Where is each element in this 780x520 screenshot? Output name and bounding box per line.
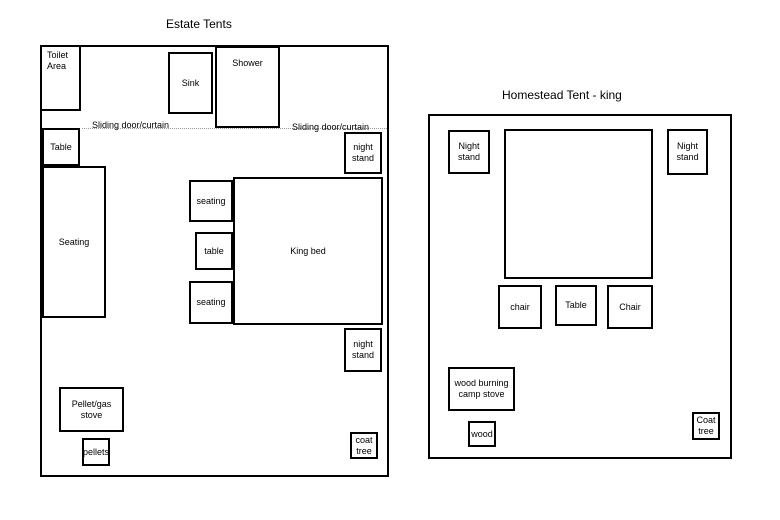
sliding-door-label-right: Sliding door/curtain bbox=[292, 122, 370, 132]
toilet-area: Toilet Area bbox=[40, 45, 81, 111]
seating-lower: seating bbox=[189, 281, 233, 324]
table-middle: table bbox=[195, 232, 233, 270]
homestead-tent-title: Homestead Tent - king bbox=[502, 88, 622, 102]
night-stand-left: Night stand bbox=[448, 130, 490, 174]
estate-tents-title: Estate Tents bbox=[166, 17, 232, 31]
coat-tree-homestead: Coat tree bbox=[692, 412, 720, 440]
table-homestead: Table bbox=[555, 285, 597, 326]
coat-tree-estate: coat tree bbox=[350, 432, 378, 459]
wood-burning-camp-stove: wood burning camp stove bbox=[448, 367, 515, 411]
shower: Shower bbox=[215, 46, 280, 128]
pellet-gas-stove: Pellet/gas stove bbox=[59, 387, 124, 432]
seating-upper: seating bbox=[189, 180, 233, 222]
sink: Sink bbox=[168, 52, 213, 114]
wood: wood bbox=[468, 421, 496, 447]
chair-right: Chair bbox=[607, 285, 653, 329]
king-bed-homestead bbox=[504, 129, 653, 279]
chair-left: chair bbox=[498, 285, 542, 329]
pellets: pellets bbox=[82, 438, 110, 466]
night-stand-bottom: night stand bbox=[344, 328, 382, 372]
night-stand-right: Night stand bbox=[667, 129, 708, 175]
table-top-left: Table bbox=[42, 128, 80, 166]
sliding-curtain-line bbox=[82, 128, 387, 129]
night-stand-top: night stand bbox=[344, 132, 382, 174]
homestead-tent-floorplan bbox=[428, 114, 732, 459]
sliding-door-label-left: Sliding door/curtain bbox=[92, 120, 170, 130]
king-bed: King bed bbox=[233, 177, 383, 325]
seating-left: Seating bbox=[42, 166, 106, 318]
estate-tent-floorplan bbox=[40, 45, 389, 477]
